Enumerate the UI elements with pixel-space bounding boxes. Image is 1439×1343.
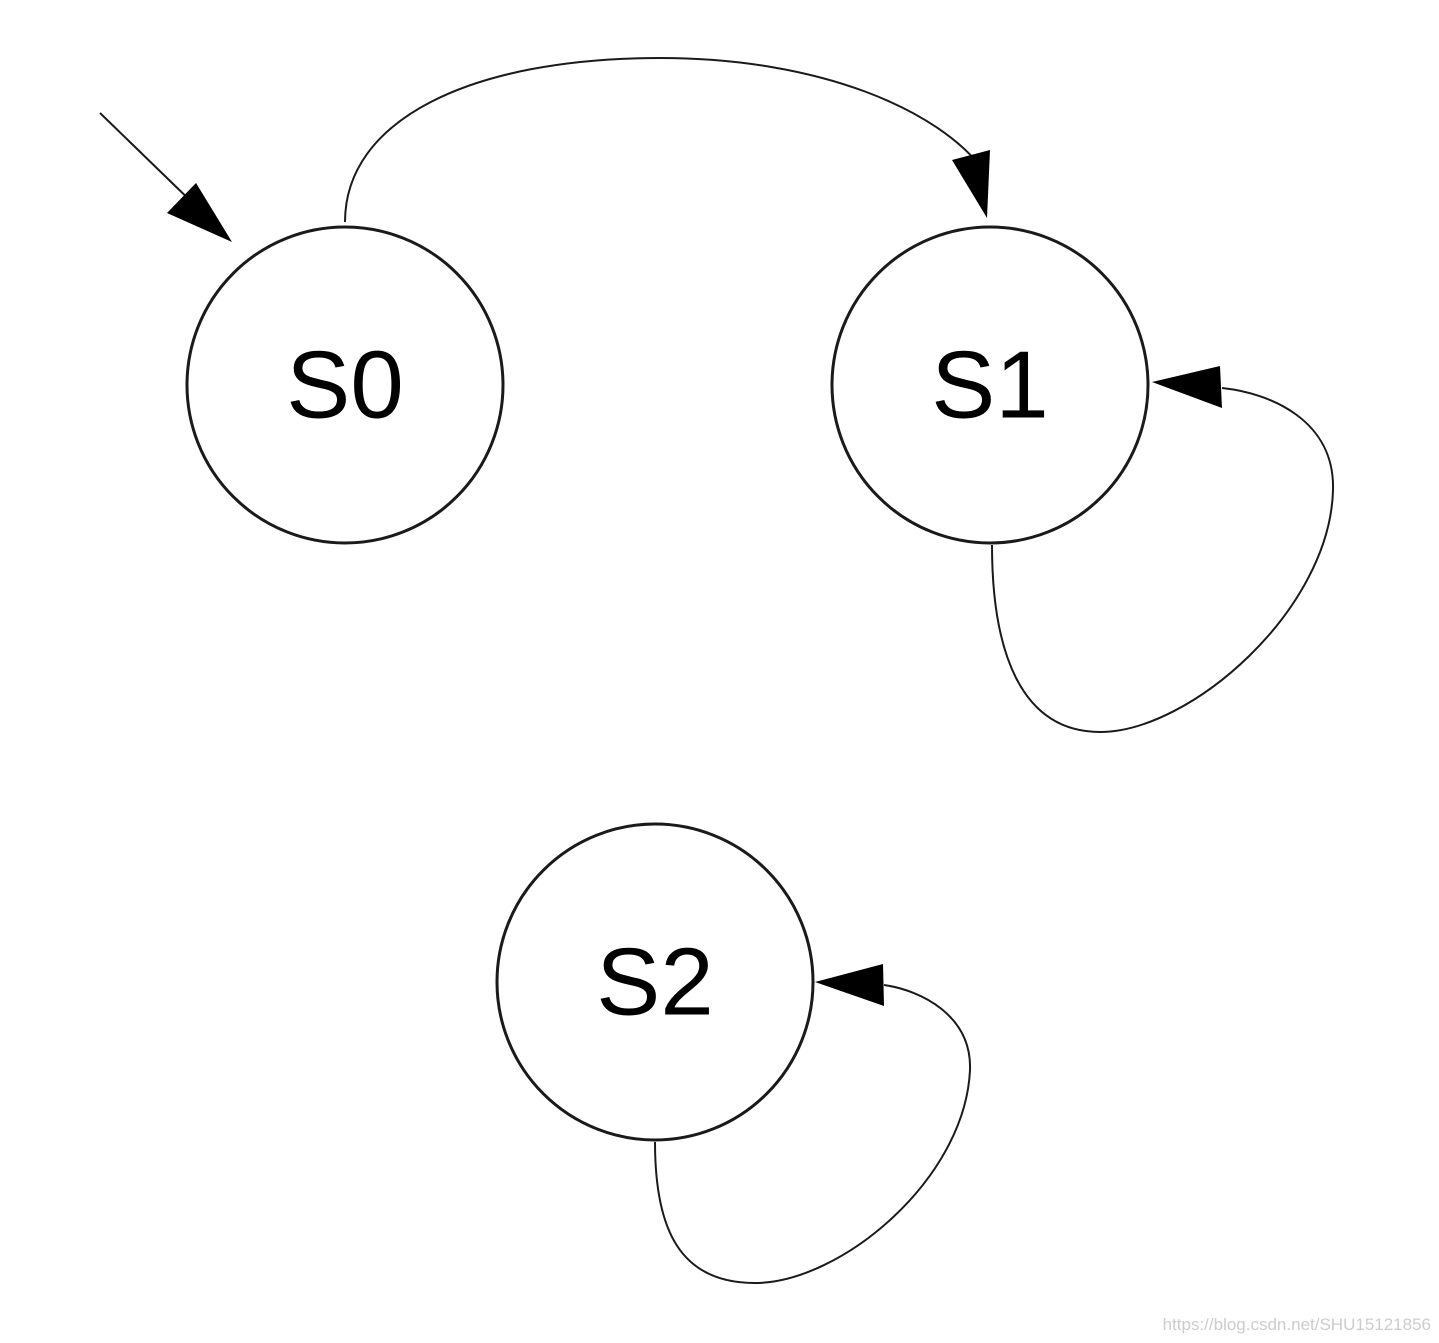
state-s1: S1: [830, 225, 1150, 545]
state-s2-circle: [495, 822, 815, 1142]
state-s2-label: S2: [596, 929, 713, 1036]
state-s1-circle: [830, 225, 1150, 545]
watermark-text: https://blog.csdn.net/SHU15121856: [1162, 1315, 1431, 1334]
transition-s2-self-loop: [654, 984, 972, 1285]
state-s1-label: S1: [931, 332, 1048, 439]
transition-s2-self-loop-arrowhead: [815, 964, 884, 1006]
state-s0: S0: [185, 225, 505, 545]
state-s2: S2: [495, 822, 815, 1142]
transition-s1-self-loop: [991, 387, 1335, 734]
initial-arrowhead: [167, 183, 232, 242]
initial-arrow: [99, 112, 201, 211]
transition-s0-s1: [344, 56, 986, 223]
state-s0-label: S0: [286, 332, 403, 439]
transition-s0-s1-arrowhead: [952, 150, 990, 218]
transition-s1-self-loop-arrowhead: [1152, 366, 1222, 408]
state-s0-circle: [185, 225, 505, 545]
